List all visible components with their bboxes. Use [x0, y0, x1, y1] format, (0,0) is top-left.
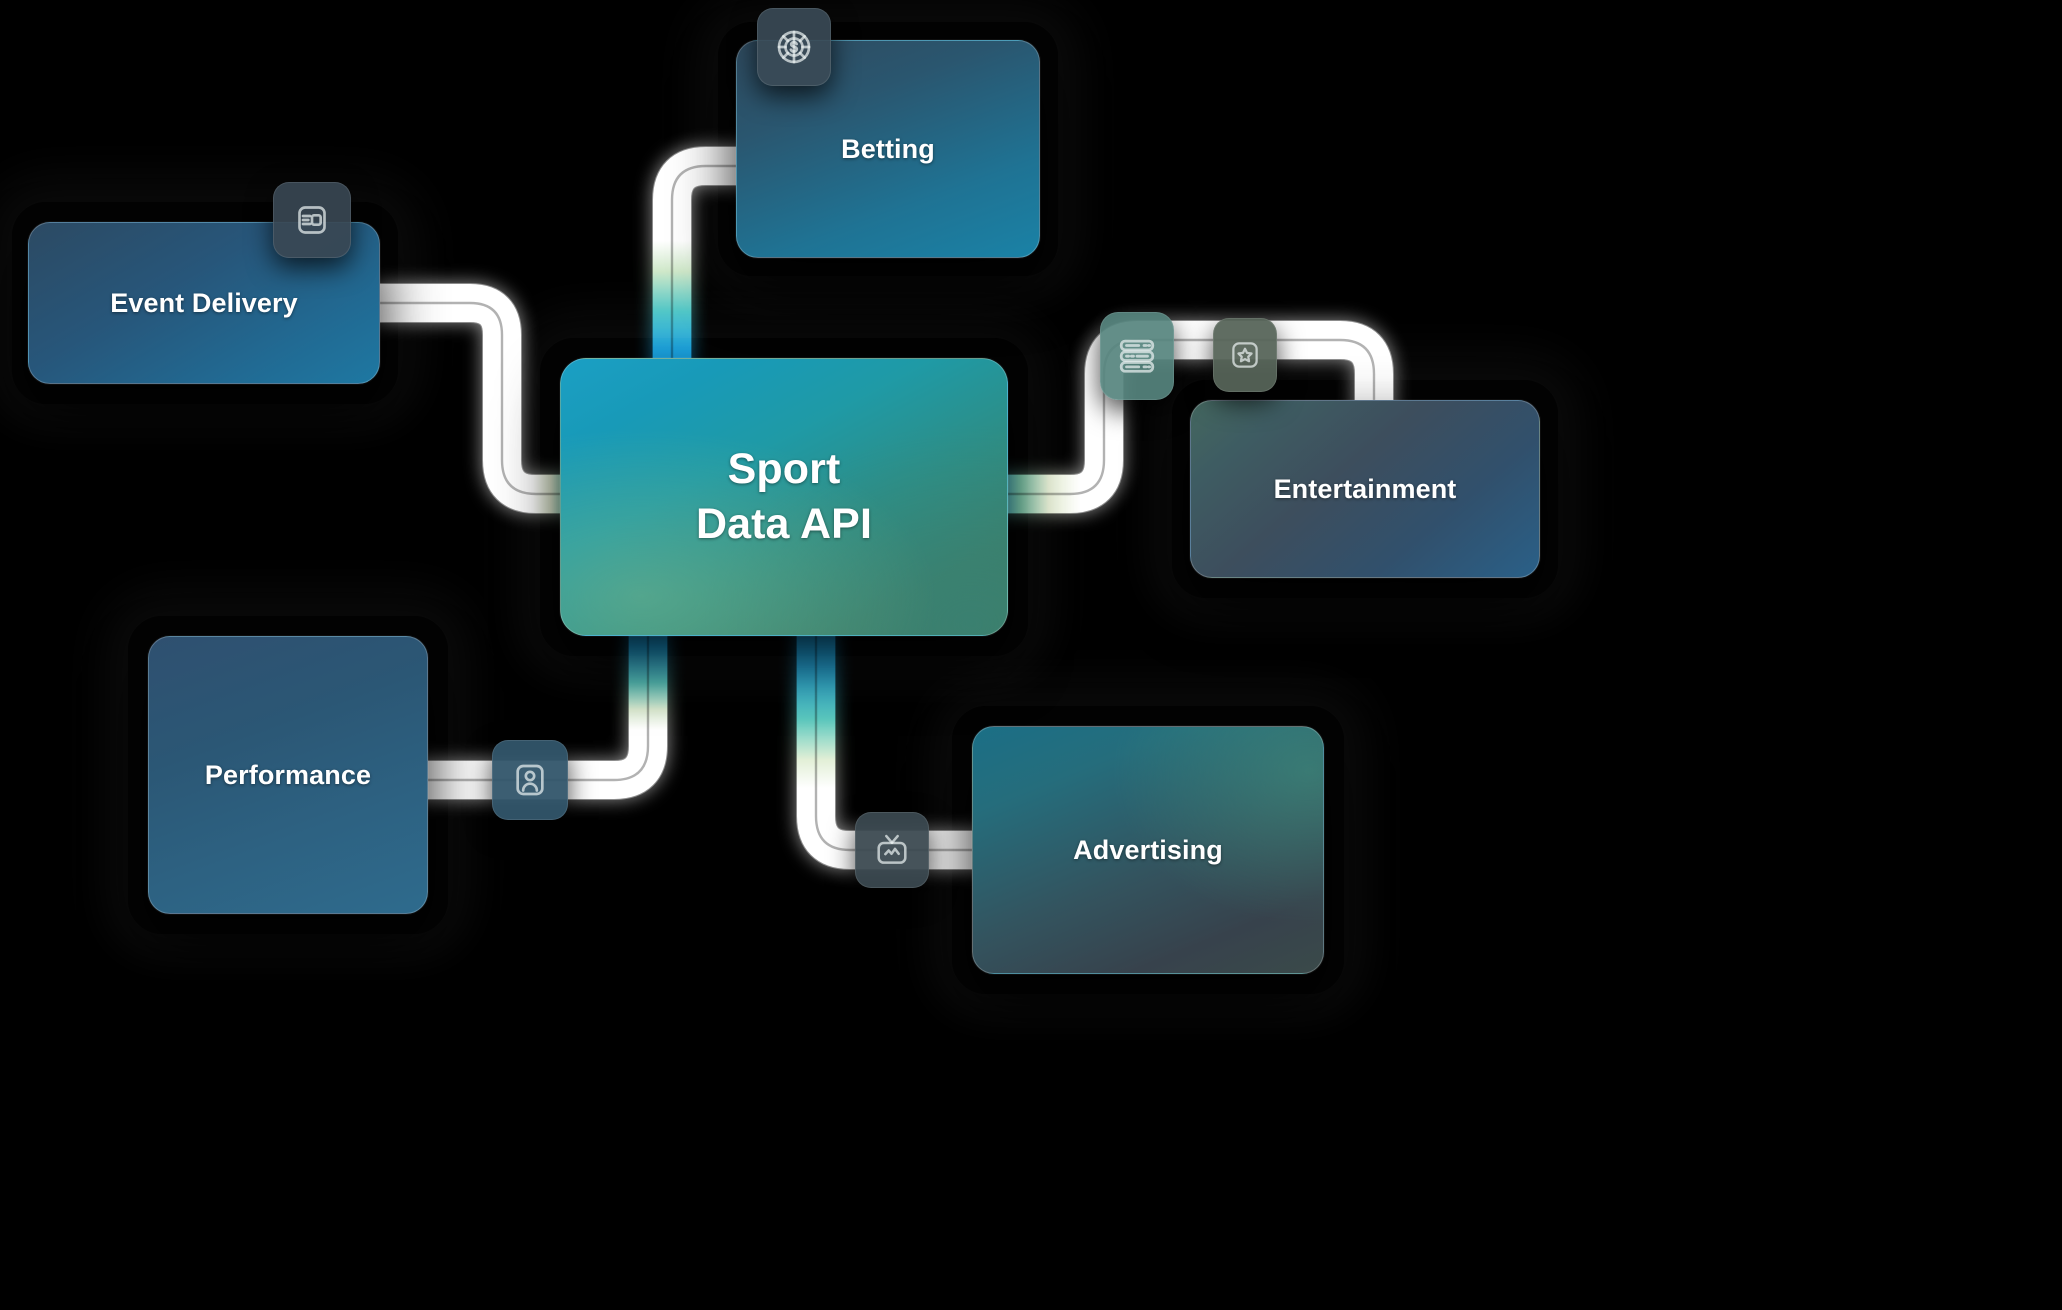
connector-performance: [410, 612, 668, 800]
node-event-delivery[interactable]: Event Delivery: [28, 222, 380, 384]
node-advertising[interactable]: Advertising: [972, 726, 1324, 974]
node-label-event-delivery: Event Delivery: [110, 287, 298, 318]
center-label-line2: Data API: [695, 500, 873, 548]
node-entertainment[interactable]: Entertainment: [1190, 400, 1540, 578]
node-sport-data-api[interactable]: Sport Data API: [560, 358, 1008, 636]
node-performance[interactable]: Performance: [148, 636, 428, 914]
poker-chip-dollar-icon: [757, 8, 831, 86]
node-label-advertising: Advertising: [1073, 834, 1223, 865]
center-label-line1: Sport: [727, 444, 841, 493]
node-label-betting: Betting: [841, 133, 935, 164]
node-label-sport-data-api: Sport Data API: [696, 442, 872, 552]
connector-event-delivery: [376, 283, 600, 514]
connector-advertising: [796, 612, 1000, 870]
connector-betting: [652, 146, 768, 386]
tv-signal-icon: [855, 812, 929, 888]
node-label-performance: Performance: [204, 759, 372, 790]
node-label-entertainment: Entertainment: [1273, 473, 1457, 504]
server-icon: [1100, 312, 1174, 400]
person-card-icon: [492, 740, 568, 820]
send-card-icon: [273, 182, 351, 258]
node-betting[interactable]: Betting: [736, 40, 1040, 258]
star-square-icon: [1213, 318, 1277, 392]
